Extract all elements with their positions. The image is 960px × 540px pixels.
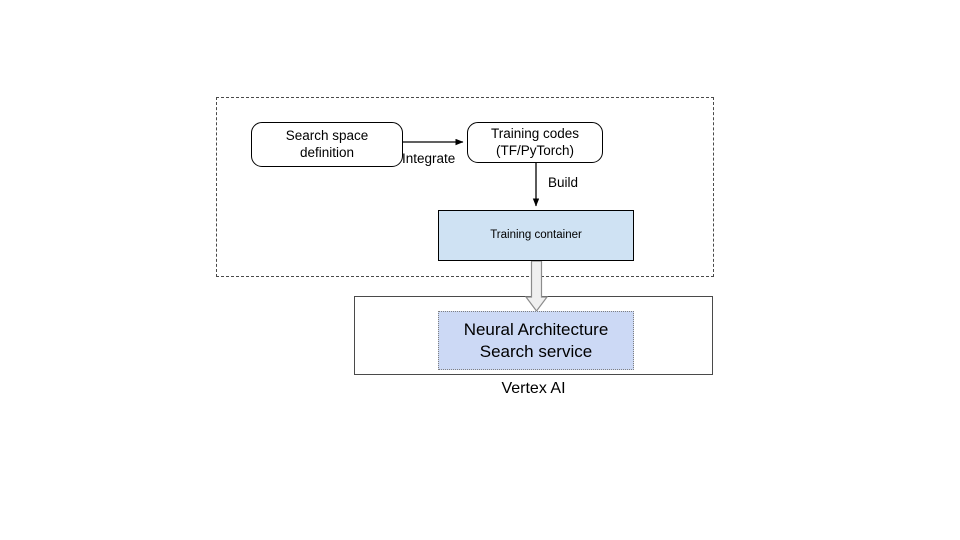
edge-label-integrate: Integrate — [402, 151, 456, 166]
node-training-codes-line2: (TF/PyTorch) — [495, 142, 574, 158]
node-training-container-label: Training container — [490, 229, 582, 242]
node-nas-service-line1: Neural Architecture — [463, 320, 609, 340]
edge-label-build: Build — [548, 175, 579, 190]
node-search-space-line2: definition — [299, 144, 355, 160]
node-nas-service-line2: Search service — [479, 341, 593, 361]
node-training-codes-line1: Training codes — [490, 125, 580, 141]
node-search-space-definition[interactable]: Search space definition — [251, 122, 403, 167]
node-training-container[interactable]: Training container — [438, 210, 634, 261]
node-search-space-line1: Search space — [285, 127, 369, 143]
vertex-ai-caption: Vertex AI — [501, 380, 566, 397]
dashed-group-boundary — [216, 97, 714, 277]
node-neural-architecture-search-service[interactable]: Neural Architecture Search service — [438, 311, 634, 370]
node-training-codes[interactable]: Training codes (TF/PyTorch) — [467, 122, 603, 163]
